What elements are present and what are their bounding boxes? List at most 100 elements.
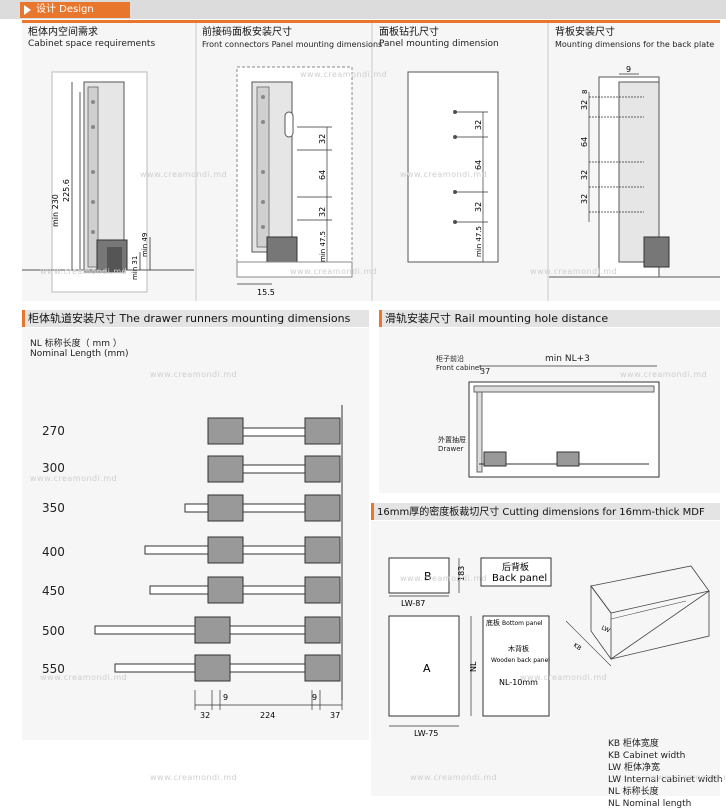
front-dim-lines: [297, 126, 332, 267]
watermark-12: www.creamondi.md: [520, 673, 608, 682]
drill-panel: [407, 71, 499, 263]
panel-drilling-drawing: 32 64 32 min 47.5: [407, 71, 499, 263]
front-slot: [284, 111, 294, 138]
runners-dim-9b: 9: [312, 693, 317, 702]
mdf-iso-drawer: [565, 565, 710, 667]
legend-lw-en: LW Internal cabinet width: [608, 775, 723, 785]
back-dim-9: 9: [626, 65, 631, 74]
back-dim-lines: [589, 96, 644, 213]
cell-panel-cn: 面板钻孔尺寸: [379, 27, 439, 38]
drill-dim-32a: 32: [474, 120, 483, 130]
rail-side: [476, 391, 483, 473]
mdf-dim-183: 183: [457, 566, 466, 581]
rail-drawing: [468, 365, 660, 478]
runner-length-350: 350: [42, 501, 65, 515]
mdf-nl-dim: NL: [469, 661, 478, 672]
cell-cabinet-title: 柜体内空间需求 Cabinet space requirements: [28, 27, 155, 50]
mdf-bottom-panel-box: [482, 615, 550, 717]
watermark-9: www.creamondi.md: [30, 474, 118, 483]
drill-dim-min475: min 47.5: [475, 226, 483, 257]
dim-min49: min 49: [141, 233, 149, 257]
mdf-dim-lw75: LW-75: [414, 729, 438, 738]
watermark-8: www.creamondi.md: [620, 370, 708, 379]
drill-dim-lines: [455, 111, 488, 262]
back-dim-8: 8: [581, 90, 589, 94]
mdf-back-en: Back panel: [492, 573, 547, 584]
front-bottom: [236, 261, 353, 278]
back-dim-64: 64: [580, 137, 589, 147]
top-row-accent-line: [22, 20, 720, 23]
design-tab[interactable]: 设计 Design: [20, 2, 130, 18]
watermark-14: www.creamondi.md: [410, 773, 498, 782]
front-dim-155: 15.5: [257, 288, 275, 297]
separator-2: [371, 23, 373, 301]
rail-title: 滑轨安装尺寸 Rail mounting hole distance: [385, 312, 609, 325]
runners-dim-9a: 9: [223, 693, 228, 702]
legend-nl-cn: NL 标称长度: [608, 787, 659, 797]
cell-panel-title: 面板钻孔尺寸 Panel mounting dimension: [379, 27, 499, 50]
separator-1: [195, 23, 197, 301]
runner-length-300: 300: [42, 461, 65, 475]
watermark-6: www.creamondi.md: [530, 267, 618, 276]
rail-top: [473, 385, 655, 393]
runners-legend: NL 标称长度（ mm ） Nominal Length (mm): [30, 336, 129, 359]
back-dim-32b: 32: [580, 170, 589, 180]
runners-nl-cn: NL 标称长度（ mm ）: [30, 339, 122, 349]
runner-length-400: 400: [42, 545, 65, 559]
cell-panel-en: Panel mounting dimension: [379, 39, 499, 49]
rail-drawer-cn: 外置抽屉: [438, 436, 466, 444]
runners-title: 柜体轨道安装尺寸 The drawer runners mounting dim…: [28, 312, 351, 325]
back-runner: [618, 81, 660, 263]
watermark-15: www.creamondi.md: [650, 773, 726, 782]
watermark-13: www.creamondi.md: [150, 773, 238, 782]
rail-front-label: 柜子前沿 Front cabinet: [436, 355, 482, 373]
rail-min-nl: min NL+3: [545, 354, 590, 364]
back-dim-32a: 32: [580, 100, 589, 110]
watermark-5: www.creamondi.md: [290, 267, 378, 276]
rail-drawer-label: 外置抽屉 Drawer: [438, 436, 466, 454]
top-header-bar: [0, 0, 726, 19]
runner-holes: [91, 100, 95, 234]
mdf-a-letter: A: [423, 662, 431, 675]
rail-front-cn: 柜子前沿: [436, 355, 464, 363]
separator-3: [547, 23, 549, 301]
rail-section-bar: 滑轨安装尺寸 Rail mounting hole distance: [379, 310, 720, 327]
dim-min230: min 230: [51, 194, 60, 227]
mdf-bottom-en: Bottom panel: [502, 620, 543, 627]
watermark-4: www.creamondi.md: [40, 267, 128, 276]
drill-dim-32b: 32: [474, 202, 483, 212]
mdf-back-panel-box: [480, 557, 552, 587]
cell-cabinet-en: Cabinet space requirements: [28, 39, 156, 49]
cell-back-title: 背板安装尺寸 Mounting dimensions for the back …: [555, 27, 714, 50]
dim-min31: min 31: [131, 256, 139, 280]
runners-section-bar: 柜体轨道安装尺寸 The drawer runners mounting dim…: [22, 310, 369, 327]
mdf-part-a: [388, 615, 460, 717]
watermark-11: www.creamondi.md: [40, 673, 128, 682]
runners-nl-en: Nominal Length (mm): [30, 349, 129, 359]
front-dim-min475: min 47.5: [319, 231, 327, 262]
mdf-dim-lw87: LW-87: [401, 599, 425, 608]
legend-kb-en: KB Cabinet width: [608, 751, 686, 761]
front-dim-64: 64: [318, 170, 327, 180]
cell-front-title: 前接码面板安装尺寸 Front connectors Panel mountin…: [202, 27, 382, 50]
mdf-bottom-cn: 底板: [486, 618, 500, 627]
back-dim-32c: 32: [580, 194, 589, 204]
legend-lw-cn: LW 柜体净宽: [608, 763, 660, 773]
back-mechanism: [643, 236, 670, 268]
tab-arrow-icon: [24, 5, 31, 15]
front-dim-32b: 32: [318, 207, 327, 217]
runners-dim-37: 37: [330, 711, 340, 720]
runner-length-450: 450: [42, 584, 65, 598]
drill-dim-64: 64: [474, 160, 483, 170]
mdf-drawing: B 183 LW-87 后背板 Back panel 底板 Bottom pan…: [388, 557, 710, 738]
dim-225: 225.6: [62, 179, 71, 202]
runners-dim-224: 224: [260, 711, 275, 720]
rail-front-en: Front cabinet: [436, 364, 482, 372]
mdf-part-b: [388, 557, 450, 594]
watermark-3: www.creamondi.md: [400, 170, 488, 179]
cell-front-cn: 前接码面板安装尺寸: [202, 27, 292, 38]
rail-drawer-en: Drawer: [438, 445, 464, 453]
runner-length-550: 550: [42, 662, 65, 676]
mdf-iso-kb: KB: [572, 642, 583, 652]
cell-back-cn: 背板安装尺寸: [555, 27, 615, 38]
